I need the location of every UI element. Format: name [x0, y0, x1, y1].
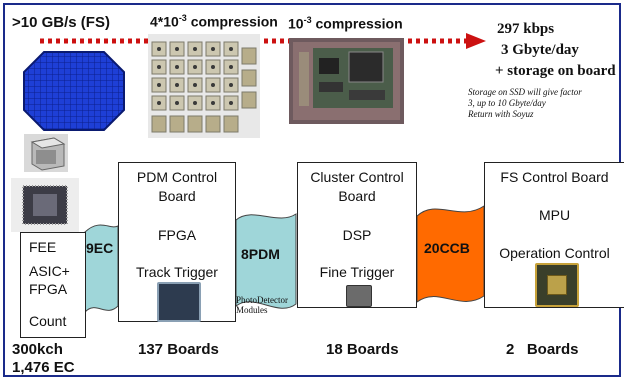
link-8pdm-label: 8PDM	[241, 246, 280, 262]
fee-board-box: FEE ASIC+ FPGA Count	[20, 232, 86, 338]
link-9ec-label: 9EC	[86, 240, 114, 256]
focal-surface-image	[23, 51, 125, 131]
cluster-board-photo	[289, 38, 404, 124]
photodetector-modules-label: PhotoDetector Modules	[236, 295, 288, 315]
cluster-title: Cluster Control	[310, 169, 404, 185]
cluster-fine-trigger: Fine Trigger	[319, 264, 395, 280]
cluster-dsp: DSP	[342, 227, 372, 243]
pdm-title: PDM Control	[136, 169, 218, 185]
ec-unit-photo	[24, 134, 68, 172]
kbps-label: 297 kbps	[497, 21, 555, 37]
mpu-chip-image	[535, 263, 579, 307]
storage-note: Storage on SSD will give factor 3, up to…	[468, 87, 582, 119]
fs-control-board-box: FS Control Board MPU Operation Control	[484, 162, 624, 308]
dsp-chip-image	[346, 285, 372, 307]
cluster-boards-count: 18 Boards	[326, 341, 399, 358]
pdm-fpga: FPGA	[157, 227, 197, 243]
pdm-control-board-box: PDM Control Board FPGA Track Trigger	[118, 162, 236, 322]
fs-operation-control: Operation Control	[499, 245, 610, 261]
cluster-control-board-box: Cluster Control Board DSP Fine Trigger	[297, 162, 417, 308]
pdm-fpga-chip-image	[157, 282, 201, 322]
ec-grid-photo	[148, 34, 260, 138]
link-20ccb-label: 20CCB	[424, 240, 470, 256]
compression-label-2: 10-3 compression	[288, 15, 403, 32]
storage-label: + storage on board	[495, 63, 616, 79]
cluster-board-word: Board	[338, 188, 376, 204]
asic-label: ASIC+	[29, 263, 70, 279]
ec-count-label: 1,476 EC	[12, 359, 75, 376]
pdm-boards-count: 137 Boards	[138, 341, 219, 358]
fpga-label: FPGA	[29, 281, 68, 297]
pdm-board-word: Board	[158, 188, 196, 204]
fs-title: FS Control Board	[500, 169, 609, 185]
fs-mpu: MPU	[538, 207, 571, 223]
asic-chip-photo	[11, 178, 79, 232]
channel-count-label: 300kch	[12, 341, 63, 358]
gbyte-day-label: 3 Gbyte/day	[501, 42, 579, 58]
count-label: Count	[29, 313, 67, 329]
pdm-track-trigger: Track Trigger	[136, 264, 218, 280]
fee-label: FEE	[29, 239, 57, 255]
compression-label-1: 4*10-3 compression	[150, 13, 278, 30]
fs-boards-count: 2 Boards	[506, 341, 579, 358]
fs-data-rate-label: >10 GB/s (FS)	[12, 14, 110, 31]
